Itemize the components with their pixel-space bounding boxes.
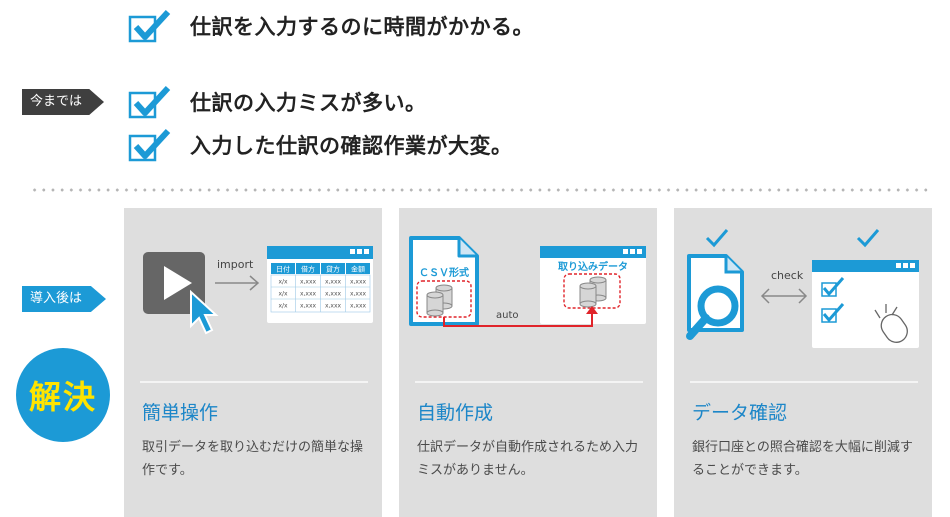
import-label: import [217, 258, 254, 271]
checkbox-check-icon [128, 128, 171, 162]
card-divider [415, 381, 643, 383]
card-description: 銀行口座との照合確認を大幅に削減することができます。 [692, 440, 913, 478]
auto-label: auto [496, 310, 519, 321]
double-arrow-icon [760, 288, 808, 304]
check-icon [856, 229, 880, 248]
problem-text: 仕訳を入力するのに時間がかかる。 [190, 15, 534, 39]
table-cell: x/x [278, 291, 288, 298]
table-cell: x,xxx [325, 291, 342, 298]
problem-item: 仕訳の入力ミスが多い。 [128, 82, 427, 122]
magnifier-icon [686, 285, 739, 340]
table-header-row: 日付 借方 貸方 金額 [271, 263, 370, 274]
before-tag: 今までは [22, 89, 104, 115]
table-cell: x/x [278, 279, 288, 286]
card-description: 取引データを取り込むだけの簡単な操作です。 [142, 440, 364, 478]
mouse-click-icon [874, 304, 908, 343]
table-cell: x,xxx [300, 279, 317, 286]
problem-text: 入力した仕訳の確認作業が大変。 [190, 134, 513, 158]
table-header-cell: 日付 [276, 265, 290, 274]
table-cell: x,xxx [300, 291, 317, 298]
card-description: 仕訳データが自動作成されるため入力ミスがありません。 [417, 440, 639, 478]
database-icon [579, 276, 607, 308]
check-label: check [771, 269, 804, 282]
table-cell: x/x [278, 303, 288, 310]
dotted-divider [30, 188, 930, 192]
feature-card-auto-create: ＣＳＶ形式 取り込みデータ auto 自動作成 仕訳データが自動作成されるため入… [399, 208, 657, 517]
window-icon [812, 260, 919, 348]
red-arrow-icon [443, 311, 593, 327]
table-cell: x,xxx [325, 279, 342, 286]
data-check-illustration: check [686, 229, 919, 348]
feature-card-easy-operation: import 日付 借方 貸方 金額 [124, 208, 382, 517]
card-title: データ確認 [692, 402, 788, 424]
checkbox-check-icon [128, 9, 171, 43]
feature-card-data-check: check データ確認 銀行口座との照合確認を [674, 208, 932, 517]
table-cell: x,xxx [300, 303, 317, 310]
table-header-cell: 借方 [301, 265, 315, 274]
database-icon [426, 284, 453, 317]
import-illustration: import 日付 借方 貸方 金額 [143, 246, 373, 335]
table-cell: x,xxx [350, 303, 367, 310]
table-cell: x,xxx [350, 291, 367, 298]
card-title: 簡単操作 [142, 402, 219, 424]
table-cell: x,xxx [350, 279, 367, 286]
checkbox-check-icon [821, 277, 845, 297]
cursor-icon [190, 289, 219, 335]
problem-text: 仕訳の入力ミスが多い。 [190, 91, 427, 115]
table-header-cell: 貸方 [326, 265, 340, 274]
auto-create-illustration: ＣＳＶ形式 取り込みデータ auto [409, 236, 646, 327]
card-title: 自動作成 [417, 402, 494, 424]
check-icon [705, 229, 729, 248]
checkbox-check-icon [821, 303, 845, 323]
problem-item: 仕訳を入力するのに時間がかかる。 [128, 6, 534, 46]
after-tag: 導入後は [22, 286, 106, 312]
problem-item: 入力した仕訳の確認作業が大変。 [128, 125, 513, 165]
card-divider [690, 381, 918, 383]
solve-badge: 解決 [16, 348, 110, 442]
csv-label: ＣＳＶ形式 [419, 266, 469, 279]
import-data-label: 取り込みデータ [558, 260, 628, 273]
card-divider [140, 381, 368, 383]
table-header-cell: 金額 [351, 265, 365, 274]
checkbox-check-icon [128, 85, 171, 119]
table-cell: x,xxx [325, 303, 342, 310]
